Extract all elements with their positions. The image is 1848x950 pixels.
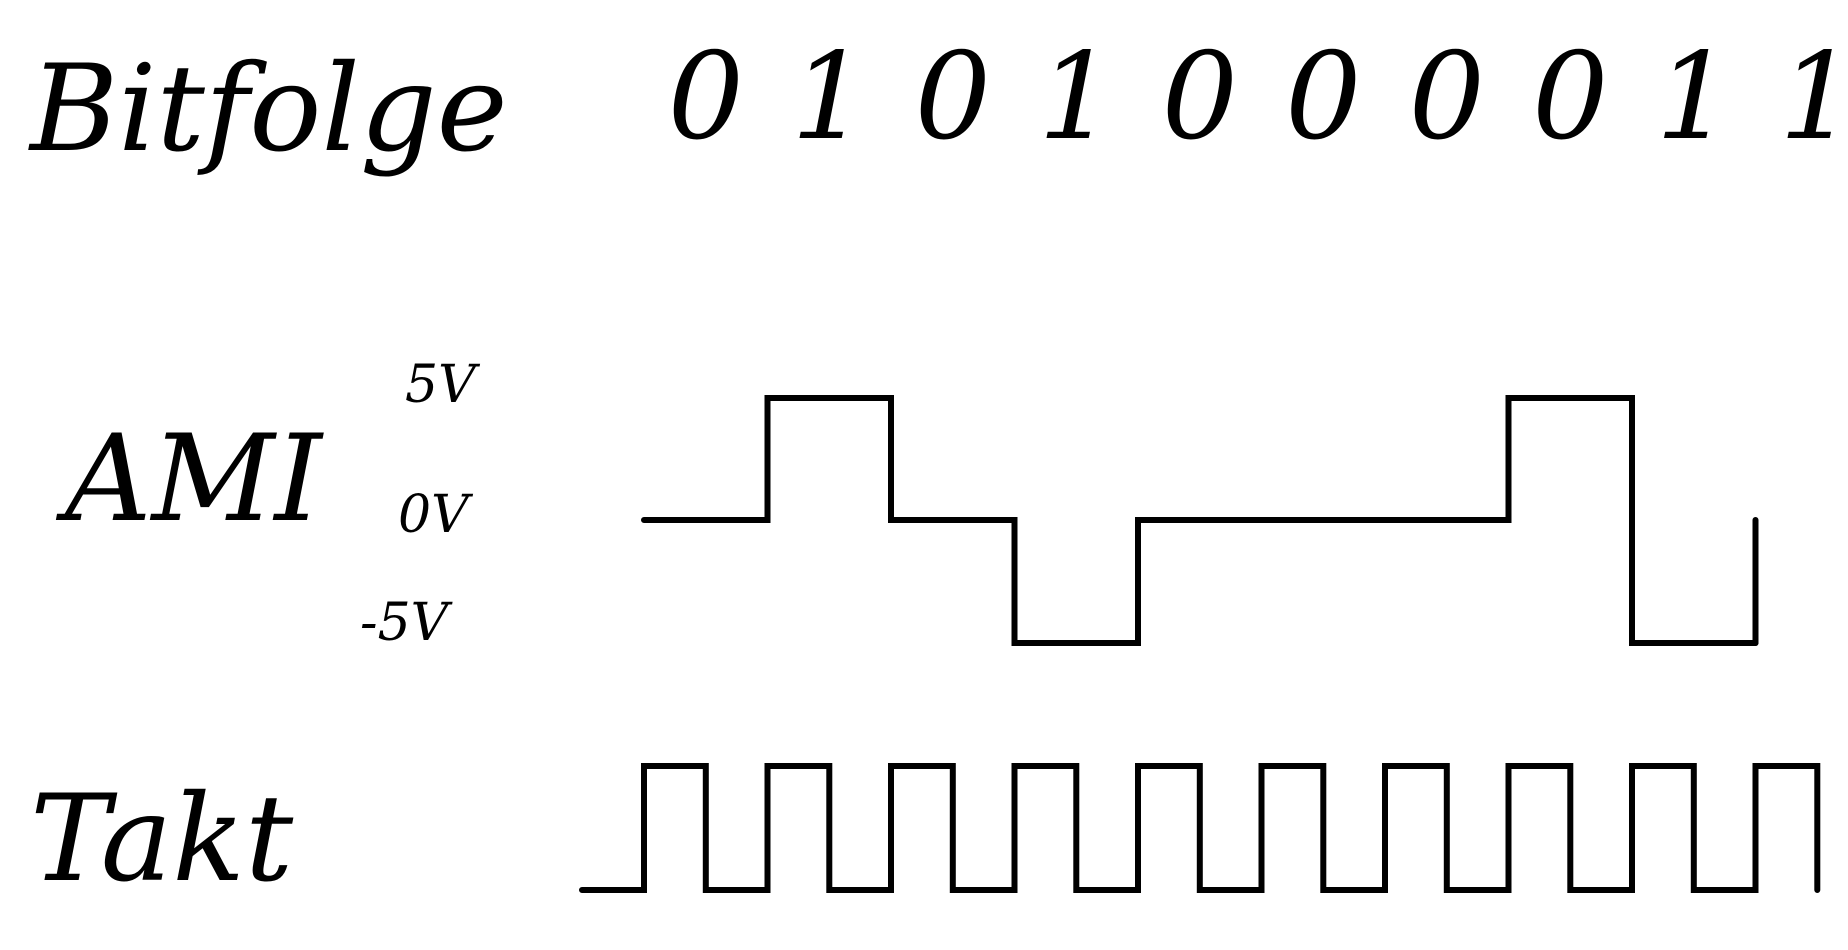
bit-digit: 0 (1409, 28, 1485, 167)
takt-label: Takt (30, 770, 294, 909)
bit-digit: 1 (1779, 28, 1848, 167)
bit-digit: 0 (1162, 28, 1238, 167)
bit-digit: 1 (1656, 28, 1732, 167)
bit-digit: 0 (668, 28, 744, 167)
bitfolge-label: Bitfolge (28, 40, 508, 179)
voltage-label-low: -5V (360, 593, 453, 653)
ami-waveform (641, 395, 1759, 646)
bit-digit: 1 (791, 28, 867, 167)
bit-digit: 0 (1285, 28, 1361, 167)
bit-digit: 1 (1038, 28, 1114, 167)
voltage-label-high: 5V (405, 355, 480, 415)
bit-digit: 0 (915, 28, 991, 167)
ami-label: AMI (55, 410, 325, 549)
bit-digit: 0 (1532, 28, 1608, 167)
voltage-label-zero: 0V (398, 485, 473, 545)
clock-waveform (579, 763, 1821, 893)
